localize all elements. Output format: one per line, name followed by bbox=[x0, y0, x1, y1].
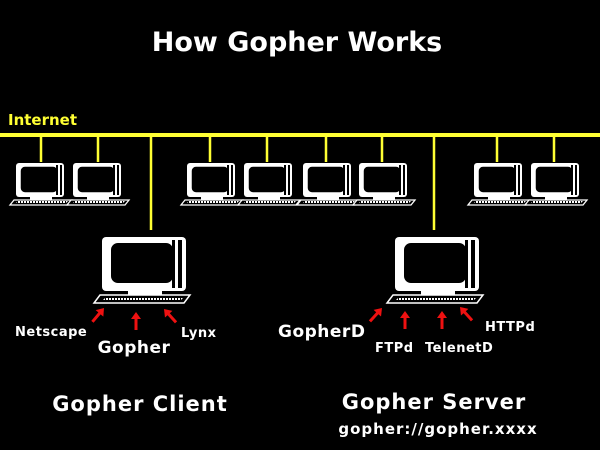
red-arrow-icon bbox=[456, 303, 476, 324]
server-daemon-ftpd: FTPd bbox=[375, 341, 414, 356]
gopher-server: GopherD FTPd TelenetD HTTPd Gopher Serve… bbox=[278, 236, 537, 438]
client-caption: Gopher Client bbox=[52, 392, 228, 416]
internet-hosts bbox=[9, 162, 588, 206]
red-arrow-icon bbox=[88, 304, 108, 326]
server-caption: Gopher Server bbox=[342, 390, 527, 414]
internet-bus-line bbox=[0, 133, 600, 137]
red-arrow-icon bbox=[400, 311, 410, 329]
client-app-netscape: Netscape bbox=[15, 325, 87, 340]
red-arrow-icon bbox=[437, 311, 447, 329]
red-arrow-icon bbox=[160, 305, 180, 326]
server-url: gopher://gopher.xxxx bbox=[338, 420, 537, 438]
computer-terminal-icon bbox=[9, 162, 73, 206]
server-daemon-gopherd: GopherD bbox=[278, 322, 365, 342]
gopher-client: Netscape Gopher Lynx Gopher Client bbox=[15, 236, 228, 416]
computer-terminal-icon bbox=[237, 162, 301, 206]
computer-terminal-icon bbox=[180, 162, 244, 206]
computer-terminal-icon bbox=[524, 162, 588, 206]
server-daemon-httpd: HTTPd bbox=[485, 320, 535, 335]
computer-terminal-icon bbox=[296, 162, 360, 206]
computer-terminal-icon bbox=[66, 162, 130, 206]
diagram-title: How Gopher Works bbox=[152, 27, 443, 58]
host-drop-lines bbox=[39, 136, 556, 162]
client-app-lynx: Lynx bbox=[181, 326, 217, 341]
computer-terminal-icon bbox=[467, 162, 531, 206]
computer-terminal-icon bbox=[352, 162, 416, 206]
client-app-gopher: Gopher bbox=[98, 338, 171, 358]
red-arrow-icon bbox=[131, 312, 141, 330]
red-arrow-icon bbox=[366, 304, 386, 325]
server-daemon-telnetd: TelenetD bbox=[425, 341, 493, 356]
server-computer-icon bbox=[386, 236, 484, 304]
internet-label: Internet bbox=[8, 111, 77, 129]
client-computer-icon bbox=[93, 236, 191, 304]
